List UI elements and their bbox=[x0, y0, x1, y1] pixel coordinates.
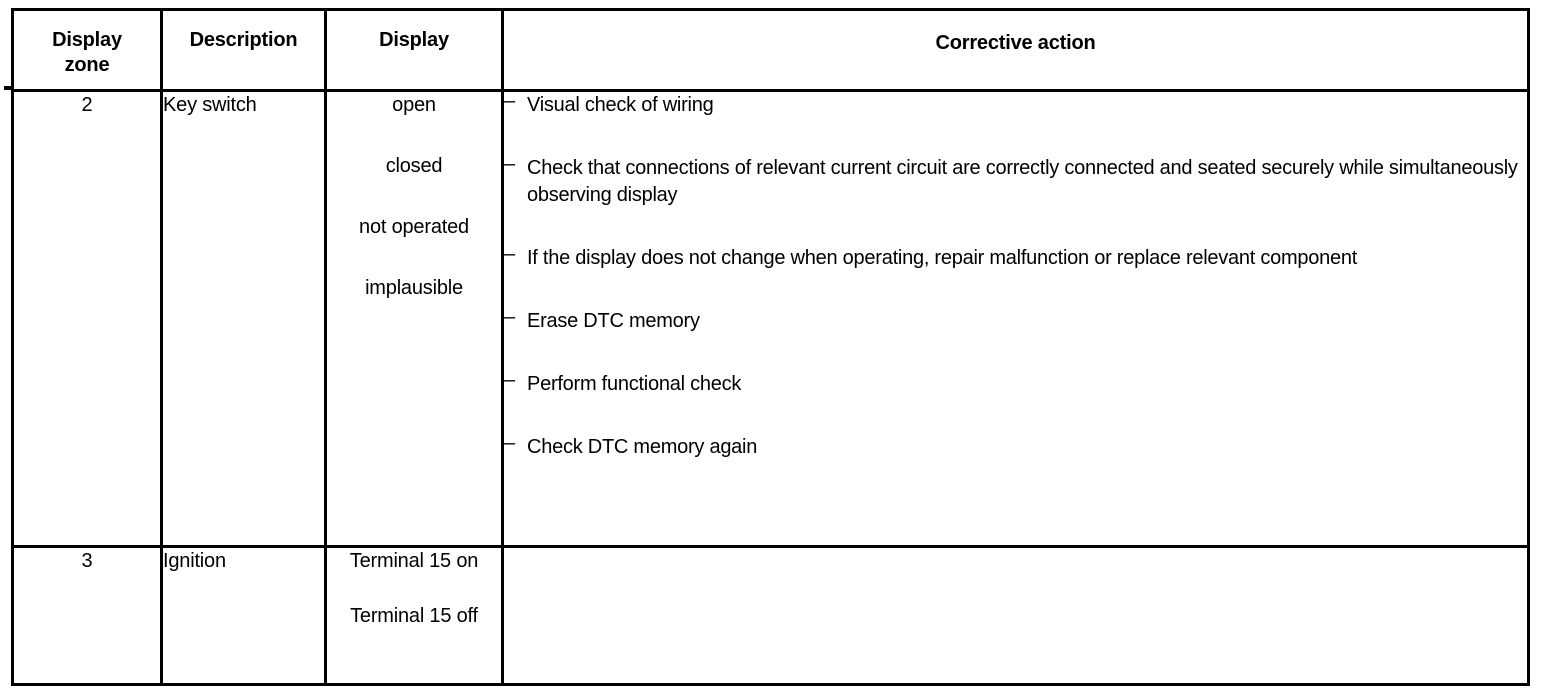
cell-display-states: Terminal 15 on Terminal 15 off bbox=[324, 544, 504, 687]
dash-bullet-icon: – bbox=[504, 306, 515, 328]
column-header-display-label: Display bbox=[379, 29, 449, 51]
column-header-display-zone: Display zone bbox=[11, 8, 163, 92]
cell-display-states: open closed not operated implausible bbox=[324, 89, 504, 548]
scan-artifact-mark bbox=[4, 86, 12, 90]
display-state: not operated bbox=[359, 216, 469, 238]
corrective-action-text: Erase DTC memory bbox=[527, 310, 700, 332]
list-item: – If the display does not change when op… bbox=[504, 243, 1527, 272]
table-body: 2 Key switch open closed not operated im… bbox=[11, 89, 1530, 687]
column-header-description-label: Description bbox=[189, 29, 298, 51]
dash-bullet-icon: – bbox=[504, 432, 515, 454]
display-state: Terminal 15 off bbox=[350, 604, 478, 627]
cell-display-zone: 2 bbox=[11, 89, 163, 548]
list-item: – Visual check of wiring bbox=[504, 90, 1527, 119]
display-state: implausible bbox=[365, 277, 463, 299]
cell-description: Ignition bbox=[160, 544, 327, 687]
list-item: – Check DTC memory again bbox=[504, 432, 1527, 461]
column-header-display-zone-line2: zone bbox=[64, 54, 110, 76]
display-state: open bbox=[392, 94, 436, 116]
corrective-action-list: – Visual check of wiring – Check that co… bbox=[504, 90, 1527, 461]
cell-display-zone: 3 bbox=[11, 544, 163, 687]
column-header-description: Description bbox=[160, 8, 327, 92]
column-header-display-zone-line1: Display bbox=[52, 29, 122, 51]
cell-corrective-actions: – Visual check of wiring – Check that co… bbox=[501, 89, 1530, 548]
corrective-action-text: Check DTC memory again bbox=[527, 436, 758, 458]
corrective-action-text: Check that connections of relevant curre… bbox=[527, 157, 1518, 206]
diagnostic-trouble-code-table: Display zone Description Display Correct… bbox=[11, 8, 1530, 687]
corrective-action-text: If the display does not change when oper… bbox=[527, 247, 1358, 269]
column-header-corrective-action: Corrective action bbox=[501, 8, 1530, 92]
dash-bullet-icon: – bbox=[504, 243, 515, 265]
list-item: – Erase DTC memory bbox=[504, 306, 1527, 335]
table-row: 2 Key switch open closed not operated im… bbox=[11, 89, 1530, 548]
table-header-row: Display zone Description Display Correct… bbox=[11, 8, 1530, 92]
table-header: Display zone Description Display Correct… bbox=[11, 8, 1530, 92]
list-item: – Check that connections of relevant cur… bbox=[504, 153, 1527, 209]
dash-bullet-icon: – bbox=[504, 369, 515, 391]
corrective-action-text: Perform functional check bbox=[527, 373, 742, 395]
cell-description: Key switch bbox=[160, 89, 327, 548]
cell-corrective-actions bbox=[501, 544, 1530, 687]
list-item: – Perform functional check bbox=[504, 369, 1527, 398]
corrective-action-text: Visual check of wiring bbox=[527, 94, 714, 116]
dash-bullet-icon: – bbox=[504, 153, 515, 175]
display-state: closed bbox=[385, 155, 443, 177]
column-header-corrective-action-label: Corrective action bbox=[935, 32, 1096, 54]
display-state: Terminal 15 on bbox=[349, 549, 479, 572]
dash-bullet-icon: – bbox=[504, 90, 515, 112]
table-row: 3 Ignition Terminal 15 on Terminal 15 of… bbox=[11, 544, 1530, 687]
column-header-display: Display bbox=[324, 8, 504, 92]
